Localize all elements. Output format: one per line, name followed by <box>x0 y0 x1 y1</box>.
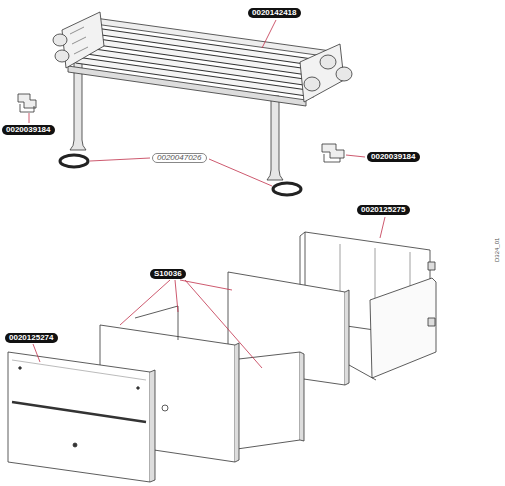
insulation-panel <box>230 352 300 450</box>
pipe-leg <box>267 96 283 180</box>
end-plate <box>62 12 104 68</box>
callout-number: 0020039184 <box>2 125 55 135</box>
callout-number: 0020039184 <box>367 152 420 162</box>
callout-number: S10036 <box>150 269 186 279</box>
callout-number: 0020142418 <box>248 8 301 18</box>
clip <box>322 144 344 158</box>
side-wall <box>370 278 436 378</box>
drawing-id: D324_01 <box>492 238 502 262</box>
callout-number: 0020047026 <box>152 153 207 163</box>
callout-number: 0020125274 <box>5 333 58 343</box>
leader-lines <box>29 20 385 368</box>
seal-ring <box>273 183 301 195</box>
seal-ring <box>60 155 88 167</box>
pipe-leg <box>70 62 86 150</box>
clip <box>18 94 36 108</box>
callout-number: 0020125275 <box>357 205 410 215</box>
front-cover <box>8 352 150 482</box>
